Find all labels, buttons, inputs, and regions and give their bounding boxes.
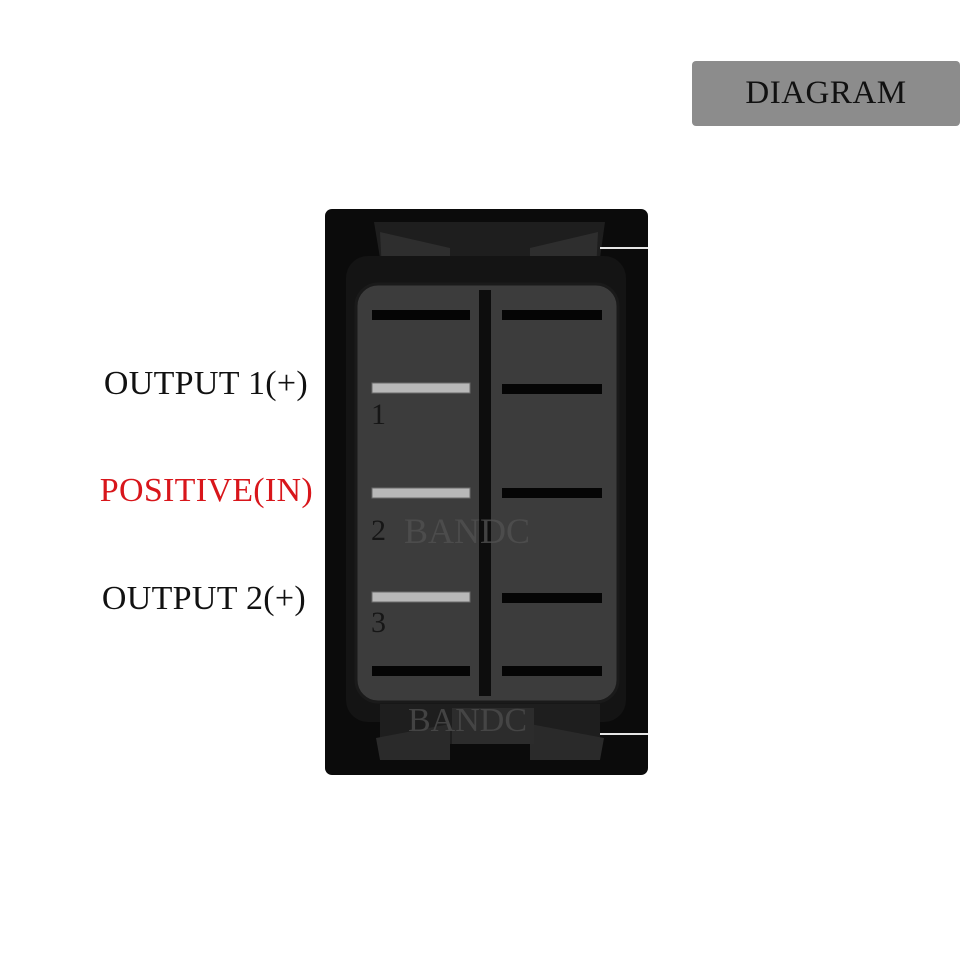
terminal-right-4 bbox=[502, 384, 602, 394]
label-output-1: OUTPUT 1(+) bbox=[103, 365, 308, 402]
terminal-right-6 bbox=[502, 593, 602, 603]
terminal-pin-1 bbox=[371, 382, 471, 394]
switch-bottom-bezel bbox=[376, 704, 648, 760]
watermark-center: BANDC bbox=[404, 511, 531, 551]
pin-number-2: 2 bbox=[371, 514, 386, 547]
terminal-right-5 bbox=[502, 488, 602, 498]
terminal-right-top bbox=[502, 310, 602, 320]
terminal-left-bottom bbox=[372, 666, 470, 676]
label-positive-in: POSITIVE(IN) bbox=[99, 472, 313, 509]
terminal-pin-3 bbox=[371, 591, 471, 603]
watermark-bottom: BANDC bbox=[408, 702, 528, 739]
switch-center-divider bbox=[479, 290, 491, 696]
terminal-right-bottom bbox=[502, 666, 602, 676]
terminal-left-top bbox=[372, 310, 470, 320]
diagram-badge-label: DIAGRAM bbox=[745, 75, 907, 111]
pin-number-1: 1 bbox=[371, 398, 386, 431]
pin-number-3: 3 bbox=[371, 606, 386, 639]
terminal-pin-2 bbox=[371, 487, 471, 499]
diagram-badge: DIAGRAM bbox=[692, 61, 960, 126]
label-output-2: OUTPUT 2(+) bbox=[101, 580, 306, 617]
